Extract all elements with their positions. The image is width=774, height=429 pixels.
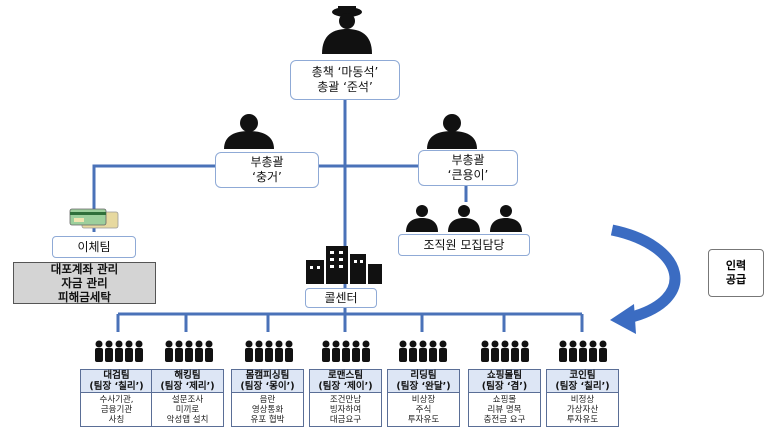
team-leader: (팀장 ‘겸’) bbox=[481, 381, 528, 392]
team-task: 주식 bbox=[415, 404, 432, 415]
team-tasks: 조건만남 빙자하여 대금요구 bbox=[309, 393, 382, 427]
team-task: 음란 bbox=[259, 394, 276, 405]
team-header: 대검팀 (팀장 ‘칠리’) bbox=[80, 369, 153, 393]
team-leader: (팀장 ‘제리’) bbox=[160, 381, 215, 392]
team-tasks: 쇼핑몰 리뷰 명목 충전금 요구 bbox=[468, 393, 541, 427]
team-task: 설문조사 bbox=[171, 394, 204, 405]
team-task: 가상자산 bbox=[566, 404, 599, 415]
team-tasks: 수사기관, 금융기관 사칭 bbox=[80, 393, 153, 427]
team-task: 악성앱 설치 bbox=[166, 414, 209, 425]
supply-line-2: 공급 bbox=[725, 273, 747, 286]
team-name: 리딩팀 bbox=[410, 370, 437, 381]
deputy-left-box: 부총괄 ‘충거’ bbox=[215, 152, 319, 188]
team-task: 금융기관 bbox=[100, 404, 133, 415]
team-task: 투자유도 bbox=[566, 414, 599, 425]
team-task: 수사기관, bbox=[99, 394, 134, 405]
transfer-duties-box: 대포계좌 관리 자금 관리 피해금세탁 bbox=[13, 262, 156, 304]
deputy-left-line-2: ‘충거’ bbox=[252, 170, 282, 184]
supply-box: 인력 공급 bbox=[708, 249, 764, 297]
team-header: 쇼핑몰팀 (팀장 ‘겸’) bbox=[468, 369, 541, 393]
team-name: 대검팀 bbox=[103, 370, 130, 381]
team-name: 로맨스팀 bbox=[328, 370, 363, 381]
deputy-left-line-1: 부총괄 bbox=[250, 155, 284, 169]
transfer-duty-1: 대포계좌 관리 bbox=[50, 262, 119, 276]
transfer-team-label: 이체팀 bbox=[77, 239, 111, 254]
supply-arrow-head bbox=[610, 304, 636, 334]
team-tasks: 음란 영상통화 유포 협박 bbox=[231, 393, 304, 427]
supply-line-1: 인력 bbox=[725, 259, 747, 272]
leader-line-1: 총책 ‘마동석’ bbox=[311, 65, 379, 79]
call-center-box: 콜센터 bbox=[305, 288, 377, 308]
team-tasks: 설문조사 미끼로 악성앱 설치 bbox=[151, 393, 224, 427]
team-task: 영상통화 bbox=[251, 404, 284, 415]
team-task: 투자유도 bbox=[407, 414, 440, 425]
person-silhouette-icon bbox=[224, 114, 274, 149]
team-header: 로맨스팀 (팀장 ‘제이’) bbox=[309, 369, 382, 393]
transfer-team-box: 이체팀 bbox=[52, 236, 136, 258]
group-silhouette-icon bbox=[406, 205, 522, 232]
team-leader: (팀장 ‘제이’) bbox=[318, 381, 373, 392]
deputy-right-box: 부총괄 ‘큰용이’ bbox=[418, 150, 518, 186]
team-name: 몸캠피싱팀 bbox=[245, 370, 290, 381]
recruit-label: 조직원 모집담당 bbox=[423, 237, 505, 252]
supply-arrow bbox=[610, 224, 681, 324]
team-task: 조건만남 bbox=[329, 394, 362, 405]
team-task: 쇼핑몰 bbox=[492, 394, 517, 405]
team-name: 해킹팀 bbox=[174, 370, 201, 381]
office-building-icon bbox=[306, 246, 382, 284]
team-task: 사칭 bbox=[108, 414, 125, 425]
team-tasks: 비상장 주식 투자유도 bbox=[387, 393, 460, 427]
team-task: 유포 협박 bbox=[250, 414, 285, 425]
team-task: 빙자하여 bbox=[329, 404, 362, 415]
deputy-right-line-1: 부총괄 bbox=[451, 153, 485, 167]
team-leader: (팀장 ‘칠리’) bbox=[89, 381, 144, 392]
deputy-right-line-2: ‘큰용이’ bbox=[447, 168, 489, 182]
leader-box: 총책 ‘마동석’ 총괄 ‘준석’ bbox=[290, 60, 400, 100]
call-center-label: 콜센터 bbox=[324, 290, 358, 305]
team-leader: (팀장 ‘몽이’) bbox=[240, 381, 295, 392]
team-header: 해킹팀 (팀장 ‘제리’) bbox=[151, 369, 224, 393]
team-task: 리뷰 명목 bbox=[487, 404, 522, 415]
team-name: 코인팀 bbox=[569, 370, 596, 381]
team-task: 비정상 bbox=[570, 394, 595, 405]
team-leader: (팀장 ‘완달’) bbox=[396, 381, 451, 392]
team-header: 몸캠피싱팀 (팀장 ‘몽이’) bbox=[231, 369, 304, 393]
team-task: 미끼로 bbox=[175, 404, 200, 415]
bank-card-icon bbox=[69, 208, 119, 229]
person-silhouette-icon bbox=[427, 114, 477, 149]
team-leader: (팀장 ‘칠리’) bbox=[555, 381, 610, 392]
team-header: 코인팀 (팀장 ‘칠리’) bbox=[546, 369, 619, 393]
boss-silhouette-icon bbox=[322, 6, 372, 54]
team-task: 비상장 bbox=[411, 394, 436, 405]
transfer-duty-3: 피해금세탁 bbox=[58, 290, 111, 304]
transfer-duty-2: 자금 관리 bbox=[61, 276, 108, 290]
team-task: 충전금 요구 bbox=[483, 414, 526, 425]
team-task: 대금요구 bbox=[329, 414, 362, 425]
leader-line-2: 총괄 ‘준석’ bbox=[317, 80, 373, 94]
recruit-box: 조직원 모집담당 bbox=[398, 234, 530, 256]
team-header: 리딩팀 (팀장 ‘완달’) bbox=[387, 369, 460, 393]
team-name: 쇼핑몰팀 bbox=[487, 370, 522, 381]
team-tasks: 비정상 가상자산 투자유도 bbox=[546, 393, 619, 427]
